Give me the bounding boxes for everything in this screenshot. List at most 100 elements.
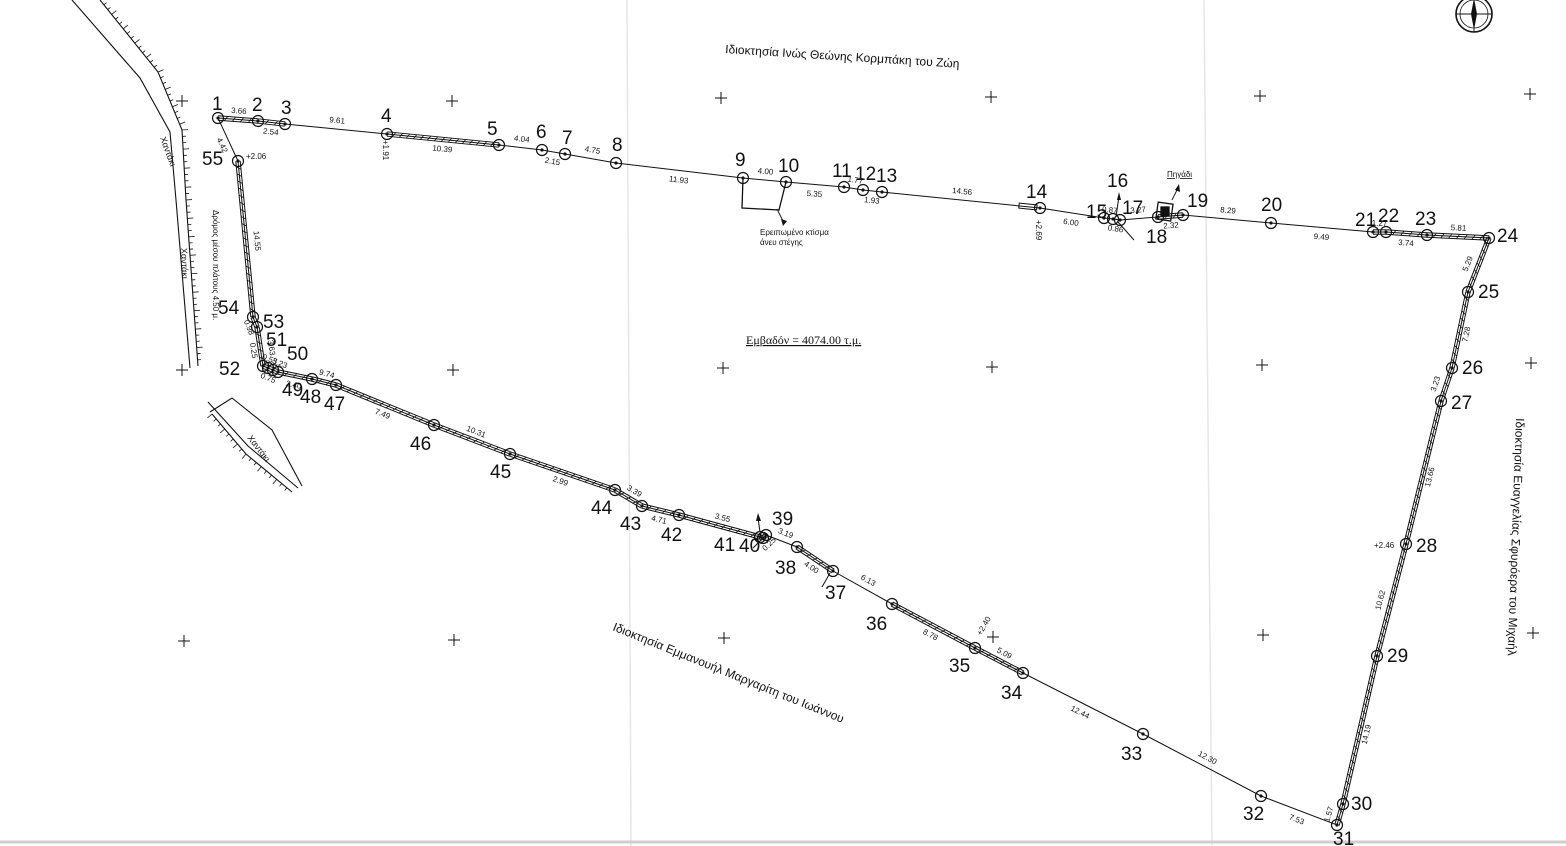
survey-point <box>558 147 572 161</box>
survey-point <box>875 185 889 199</box>
road-tick <box>248 457 252 462</box>
survey-point <box>211 111 225 125</box>
road-tick <box>162 81 167 84</box>
segment-length: 4.04 <box>514 134 531 145</box>
road-tick <box>150 59 154 63</box>
grid-cross <box>1254 90 1266 102</box>
boundary-line <box>217 117 1490 826</box>
segment-length: 8.78 <box>921 627 939 642</box>
segment-length: 5.35 <box>806 189 823 199</box>
segment-length: 0.87 <box>1102 205 1119 216</box>
offset-label: +2.06 <box>246 152 267 161</box>
point-number: 52 <box>219 359 240 380</box>
wall-segment <box>1334 237 1492 826</box>
road-tick <box>126 31 131 34</box>
ruined-building-label-2: άνευ στέγης <box>760 238 803 247</box>
segment-length: 5.81 <box>1451 223 1468 233</box>
point-number: 50 <box>287 344 308 365</box>
road-tick <box>157 69 164 73</box>
road-label-north: Χαντάκι <box>158 135 178 167</box>
left-road-hatching <box>100 0 288 491</box>
survey-point <box>1151 210 1165 224</box>
survey-point <box>1106 212 1120 226</box>
point-number: 8 <box>612 135 623 156</box>
segment-length: 1.27 <box>1372 219 1388 228</box>
survey-point <box>635 499 649 513</box>
area-label: Εμβαδόν = 4074.00 τ.μ. <box>746 333 861 347</box>
point-number: 1 <box>212 94 223 115</box>
point-number: 20 <box>1261 195 1282 216</box>
survey-point <box>1399 537 1413 551</box>
segment-length: 9.74 <box>318 368 336 381</box>
road-tick <box>174 110 179 113</box>
offset-label: +2.69 <box>1034 220 1043 241</box>
segment-length: 4.71 <box>650 514 668 527</box>
road-tick <box>167 93 171 96</box>
point-number: 28 <box>1416 536 1437 557</box>
survey-point <box>1330 818 1344 832</box>
survey-point <box>609 156 623 170</box>
point-number: 12 <box>855 164 876 185</box>
ruined-building-label-1: Ερειπωμένο κτίσμα <box>760 228 829 237</box>
offset-label: +1.91 <box>381 140 390 161</box>
point-number: 41 <box>714 535 735 556</box>
point-number: 40 <box>739 536 760 557</box>
survey-point <box>856 183 870 197</box>
segment-length: 5.09 <box>995 646 1013 661</box>
survey-point <box>779 175 793 189</box>
segment-length: 3.27 <box>1130 205 1147 215</box>
north-arrow-icon <box>1455 0 1493 33</box>
segment-length: 2.54 <box>263 127 280 138</box>
segment-length: 3.66 <box>231 106 248 116</box>
point-number: 21 <box>1355 210 1376 231</box>
offset-label: +2.46 <box>1374 541 1395 550</box>
point-number: 11 <box>832 161 852 182</box>
road-tick <box>279 483 283 487</box>
segment-length: 0.86 <box>1107 223 1124 234</box>
survey-point <box>492 138 506 152</box>
point-number: 38 <box>775 558 796 579</box>
road-tick <box>213 418 217 422</box>
road-tick <box>284 487 288 491</box>
point-number: 19 <box>1187 191 1208 212</box>
segment-length: 9.49 <box>1313 232 1330 242</box>
segment-length: 3.55 <box>714 512 732 525</box>
survey-point <box>256 359 270 373</box>
segment-length: 14.19 <box>1360 723 1373 745</box>
segment-length: 3.39 <box>625 483 643 499</box>
road-tick <box>130 35 134 39</box>
markers-misc <box>752 192 1135 588</box>
survey-point <box>1336 797 1350 811</box>
point-number: 17 <box>1122 198 1143 219</box>
point-number: 23 <box>1415 209 1436 230</box>
point-number: 31 <box>1333 829 1354 846</box>
segment-length: 1.77 <box>847 174 864 185</box>
survey-point <box>1482 231 1496 245</box>
grid-cross <box>447 364 459 376</box>
survey-point <box>790 540 804 554</box>
point-number: 45 <box>490 462 511 483</box>
ruined-building-symbol <box>741 177 787 226</box>
segment-length: 6.00 <box>1063 217 1080 228</box>
survey-point <box>753 530 767 544</box>
road-tick <box>257 466 262 472</box>
segment-length: 4.00 <box>802 559 820 575</box>
survey-point <box>1420 228 1434 242</box>
segment-length: 10.31 <box>465 424 487 440</box>
segment-length: 2.32 <box>1163 220 1180 230</box>
segment-length: 9.61 <box>329 115 346 126</box>
grid-cross <box>987 631 999 643</box>
survey-point <box>826 564 840 578</box>
road-tick <box>134 39 140 44</box>
survey-point <box>380 127 394 141</box>
segment-length: 3.63 <box>266 339 277 356</box>
point-number: 18 <box>1146 227 1167 248</box>
road-tick <box>146 53 152 58</box>
path-width-label: Δρόμος μέσου πλάτους 4.50 μ. <box>211 210 220 320</box>
survey-point <box>1461 285 1475 299</box>
survey-point <box>278 117 292 131</box>
segment-length: 3.74 <box>1398 238 1415 248</box>
road-tick <box>232 443 238 449</box>
survey-point <box>1264 216 1278 230</box>
wall-segment <box>795 544 835 574</box>
